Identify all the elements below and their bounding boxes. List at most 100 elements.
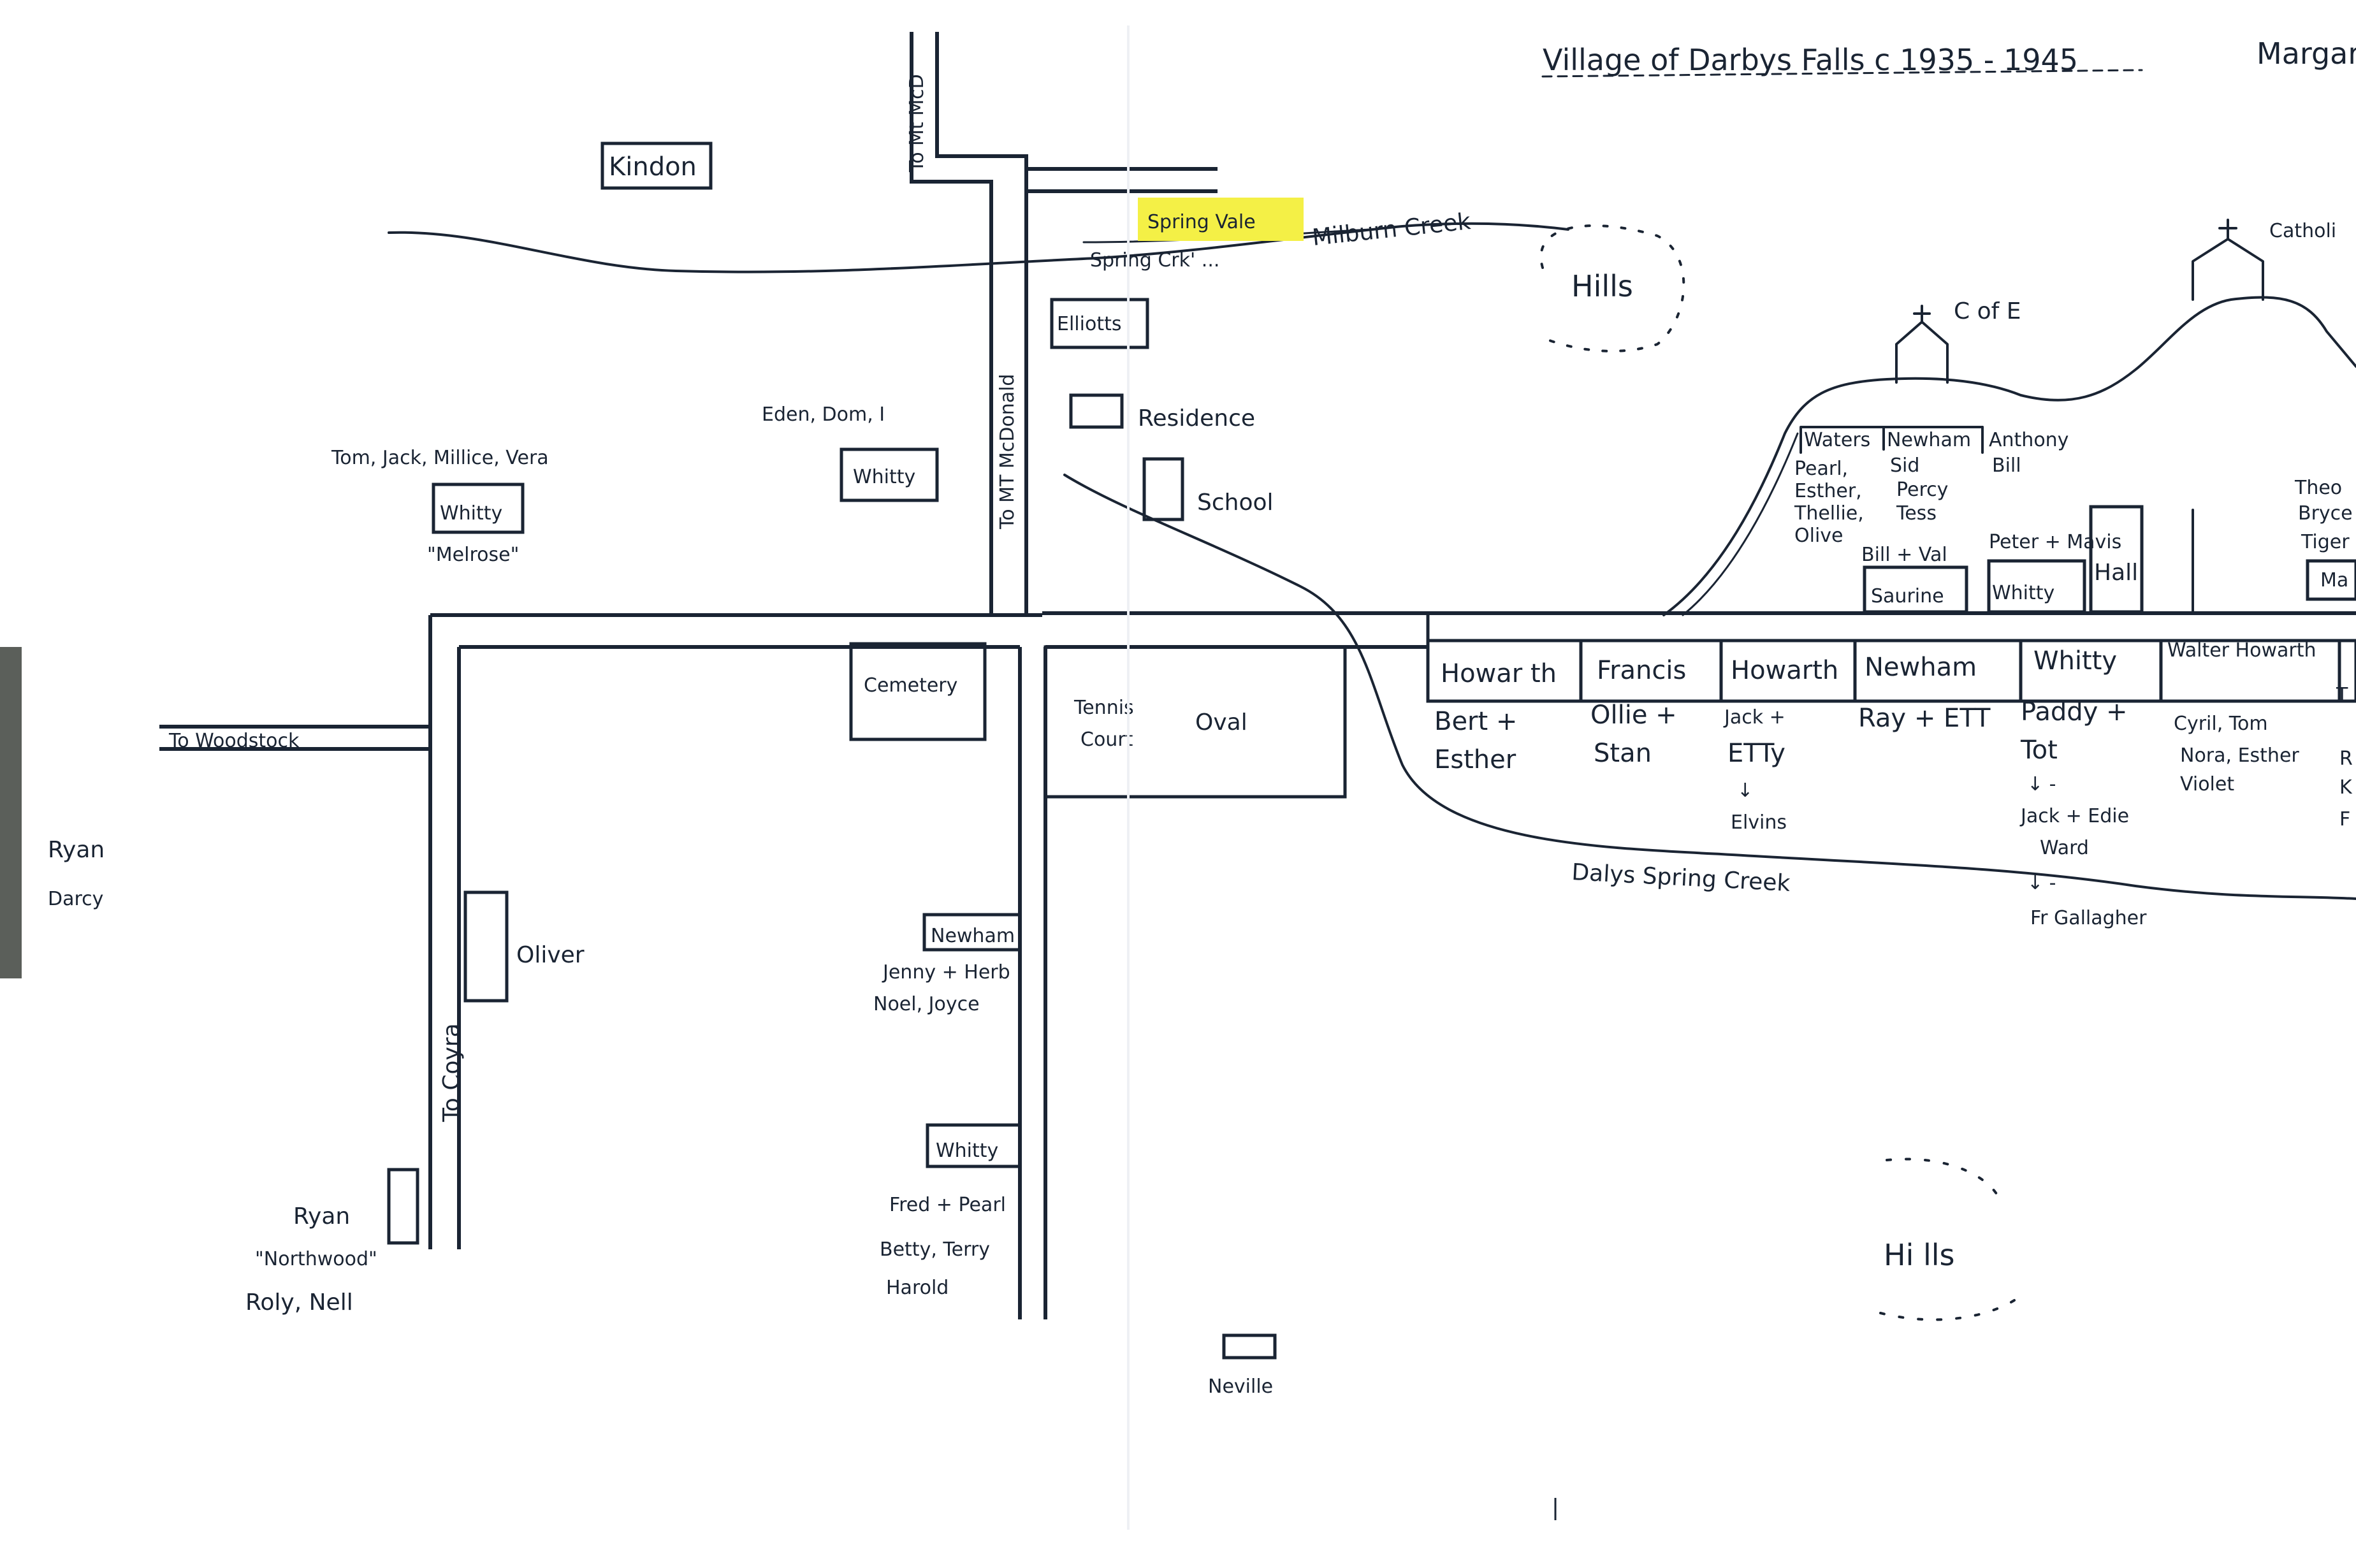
newham-west-members-1: Jenny + Herb bbox=[882, 961, 1010, 984]
whitty-west-members-3: Harold bbox=[886, 1277, 949, 1299]
whitty-eden-box bbox=[840, 447, 939, 502]
oliver-box bbox=[463, 890, 509, 1003]
francis-m2: Stan bbox=[1594, 739, 1652, 768]
whitty-paddy-m1: Paddy + bbox=[2021, 697, 2128, 727]
peter-mavis-label: Peter + Mavis bbox=[1989, 531, 2121, 553]
ryan-northwood-members: Roly, Nell bbox=[245, 1289, 353, 1316]
spring-crk-label: Spring Crk' ... bbox=[1090, 249, 1219, 272]
walter-howarth-m2: Nora, Esther bbox=[2180, 744, 2299, 767]
hills-lower-dots-bottom bbox=[1879, 1299, 2016, 1321]
school-label: School bbox=[1197, 490, 1274, 516]
howarth-bert-name: Howar th bbox=[1441, 659, 1557, 688]
edge-tiger: Tiger bbox=[2301, 531, 2350, 553]
road-mt-mcdonald-west bbox=[910, 32, 993, 615]
walter-howarth-m3: Violet bbox=[2180, 773, 2234, 795]
whitty-eden-members: Eden, Dom, I bbox=[762, 403, 885, 426]
road-mt-mcdonald-east bbox=[935, 32, 1028, 615]
cemetery-label: Cemetery bbox=[864, 674, 957, 697]
howarth-bert-m2: Esther bbox=[1434, 745, 1516, 774]
howarth-jack-name: Howarth bbox=[1731, 656, 1838, 685]
edge-theo: Theo bbox=[2294, 477, 2342, 499]
tennis-label-1: Tennis bbox=[1073, 697, 1134, 719]
howarth-jack-m4: Elvins bbox=[1731, 811, 1787, 834]
hills-lower-dots-top bbox=[1886, 1158, 2003, 1206]
whitty-peter-name: Whitty bbox=[1992, 582, 2054, 604]
whitty-peter-box bbox=[1987, 559, 2086, 614]
ryan-northwood-name: Ryan bbox=[293, 1203, 350, 1230]
newham-ray-m1: Ray + ETT bbox=[1858, 704, 1991, 733]
whitty-paddy-m2: Tot bbox=[2020, 736, 2058, 765]
ridge-inner bbox=[1682, 432, 1799, 616]
whitty-paddy-m7: Fr Gallagher bbox=[2030, 907, 2147, 929]
hall-box bbox=[2089, 505, 2144, 614]
edge-ma: Ma bbox=[2320, 569, 2348, 592]
newham-west-name: Newham bbox=[931, 925, 1015, 947]
road-label-to-mt-top: To Mt McD bbox=[906, 74, 928, 173]
milburn-creek-line bbox=[388, 222, 1569, 273]
whitty-melrose-members: Tom, Jack, Millice, Vera bbox=[331, 447, 549, 469]
whitty-west-name: Whitty bbox=[936, 1140, 998, 1162]
elliotts-label: Elliotts bbox=[1057, 313, 1121, 335]
whitty-paddy-m5: Ward bbox=[2040, 837, 2089, 859]
bill-val-label: Bill + Val bbox=[1861, 544, 1947, 566]
residence-label: Residence bbox=[1138, 405, 1255, 432]
scan-edge-shadow bbox=[0, 647, 22, 978]
neville-box bbox=[1222, 1333, 1277, 1360]
road-label-to-woodstock: To Woodstock bbox=[168, 730, 300, 752]
ryan-northwood-home: "Northwood" bbox=[255, 1248, 377, 1270]
hills-lower-label: Hi lls bbox=[1884, 1238, 1955, 1272]
howarth-bert-m1: Bert + bbox=[1434, 707, 1517, 736]
ryan-northwood-box bbox=[387, 1168, 419, 1245]
waters-m1: Pearl, bbox=[1794, 458, 1848, 480]
hills-upper-dots bbox=[1539, 224, 1685, 352]
spring-vale-highlight bbox=[1138, 198, 1304, 241]
spring-vale-label: Spring Vale bbox=[1147, 211, 1256, 233]
whitty-paddy-m4: Jack + Edie bbox=[2019, 805, 2129, 827]
whitty-west-members-2: Betty, Terry bbox=[880, 1238, 990, 1261]
whitty-west-members-1: Fred + Pearl bbox=[889, 1194, 1006, 1216]
waters-m3: Thellie, bbox=[1794, 502, 1864, 525]
whitty-paddy-m6: ↓ - bbox=[2027, 872, 2056, 894]
waters-name: Waters bbox=[1804, 429, 1870, 451]
lower-row-box bbox=[1426, 639, 2356, 703]
road-label-to-coyra: To Coyra bbox=[439, 1023, 465, 1122]
anthony-m1: Bill bbox=[1992, 454, 2021, 477]
newham-upper-m1: Sid bbox=[1890, 454, 1919, 477]
cemetery-box bbox=[849, 642, 987, 741]
catholic-label: Catholi bbox=[2269, 220, 2336, 242]
road-label-to-mt-mcdonald: To MT McDonald bbox=[996, 374, 1019, 530]
hills-upper-label: Hills bbox=[1571, 269, 1633, 303]
walter-howarth-name: Walter Howarth bbox=[2167, 639, 2316, 662]
edge-bryce: Bryce bbox=[2298, 502, 2353, 525]
map-title: Village of Darbys Falls c 1935 - 1945 bbox=[1543, 43, 2078, 77]
dalys-creek-line bbox=[1063, 474, 2356, 900]
walter-howarth-m1: Cyril, Tom bbox=[2174, 713, 2268, 735]
newham-ray-name: Newham bbox=[1865, 653, 1977, 682]
saurine-name: Saurine bbox=[1871, 585, 1944, 607]
anthony-name: Anthony bbox=[1989, 429, 2069, 451]
newham-upper-name: Newham bbox=[1887, 429, 1971, 451]
tennis-oval-box bbox=[1043, 645, 1347, 799]
oliver-label: Oliver bbox=[516, 942, 585, 968]
newham-upper-m3: Tess bbox=[1896, 502, 1937, 525]
kindon-box bbox=[600, 142, 713, 190]
saurine-box bbox=[1863, 565, 1968, 614]
whitty-melrose-home: "Melrose" bbox=[427, 544, 519, 566]
school-box bbox=[1142, 457, 1184, 521]
whitty-eden-name: Whitty bbox=[853, 466, 915, 488]
newham-west-box bbox=[922, 913, 1022, 952]
francis-m1: Ollie + bbox=[1590, 701, 1677, 730]
ridge-line bbox=[1662, 296, 2356, 616]
residence-box bbox=[1069, 393, 1124, 429]
whitty-west-box bbox=[926, 1123, 1022, 1168]
whitty-melrose-name: Whitty bbox=[440, 502, 502, 525]
edge-r: R bbox=[2339, 748, 2353, 770]
newham-west-members-2: Noel, Joyce bbox=[873, 993, 980, 1015]
whitty-melrose-box bbox=[432, 483, 525, 534]
whitty-paddy-m3: ↓ - bbox=[2027, 773, 2056, 795]
cofe-label: C of E bbox=[1954, 298, 2021, 324]
howarth-jack-m1: Jack + bbox=[1723, 706, 1785, 729]
edge-box-ma bbox=[2306, 559, 2356, 601]
neville-label: Neville bbox=[1208, 1376, 1273, 1398]
